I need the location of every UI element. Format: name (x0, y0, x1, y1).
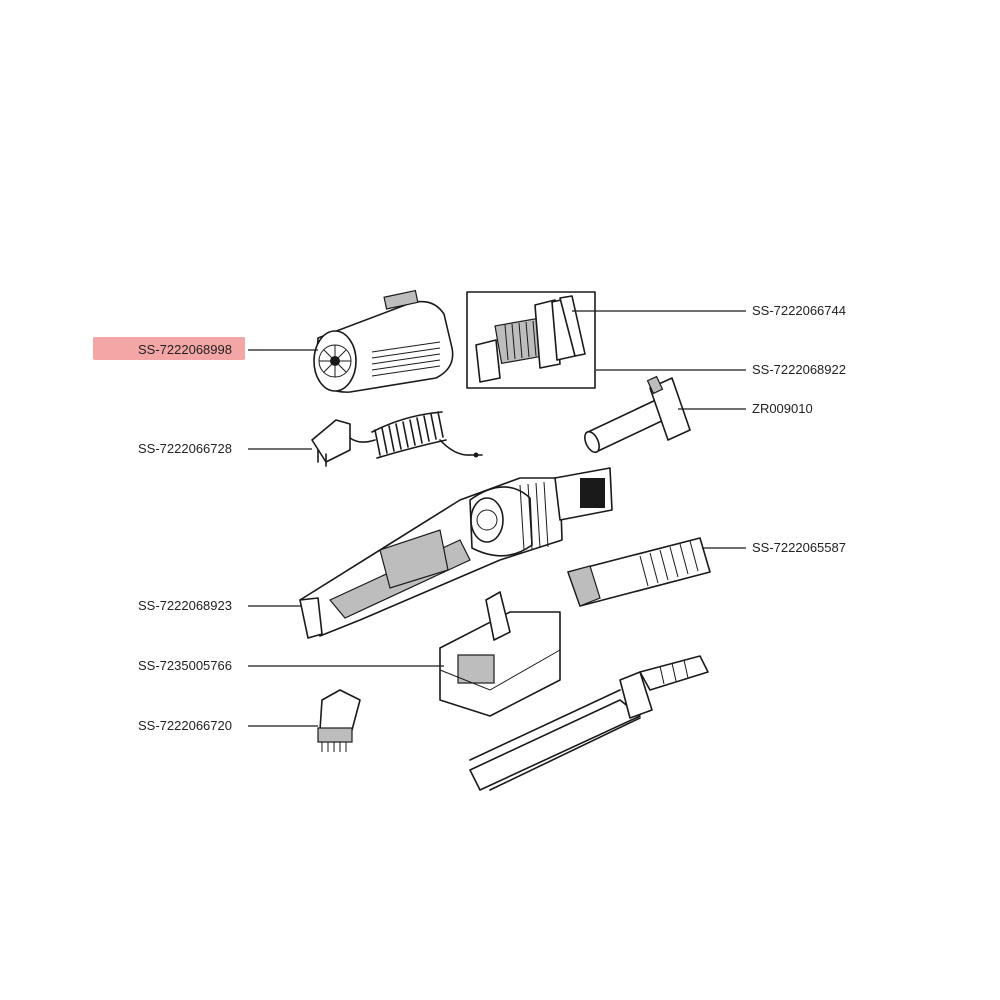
part-label: SS-7222066728 (138, 441, 232, 456)
battery-pack-drawing[interactable] (567, 537, 711, 607)
extension-tube-drawing (469, 655, 709, 791)
pre-filter-drawing[interactable] (582, 375, 691, 455)
part-label: SS-7222068922 (752, 362, 846, 377)
part-label: SS-7222066744 (752, 303, 846, 318)
handheld-body-drawing[interactable] (299, 467, 613, 639)
part-label: SS-7222066720 (138, 718, 232, 733)
charger-drawing[interactable] (311, 411, 483, 467)
part-label-highlight (93, 337, 245, 360)
dust-container-drawing[interactable] (313, 289, 454, 393)
part-label: SS-7235005766 (138, 658, 232, 673)
part-label: SS-7222068923 (138, 598, 232, 613)
part-label: ZR009010 (752, 401, 813, 416)
part-label: SS-7222065587 (752, 540, 846, 555)
brush-nozzle-drawing[interactable] (317, 689, 361, 752)
part-label: SS-7222068998 (138, 342, 232, 357)
charging-dock-drawing[interactable] (439, 591, 561, 717)
filter-set-drawing[interactable] (466, 291, 596, 389)
